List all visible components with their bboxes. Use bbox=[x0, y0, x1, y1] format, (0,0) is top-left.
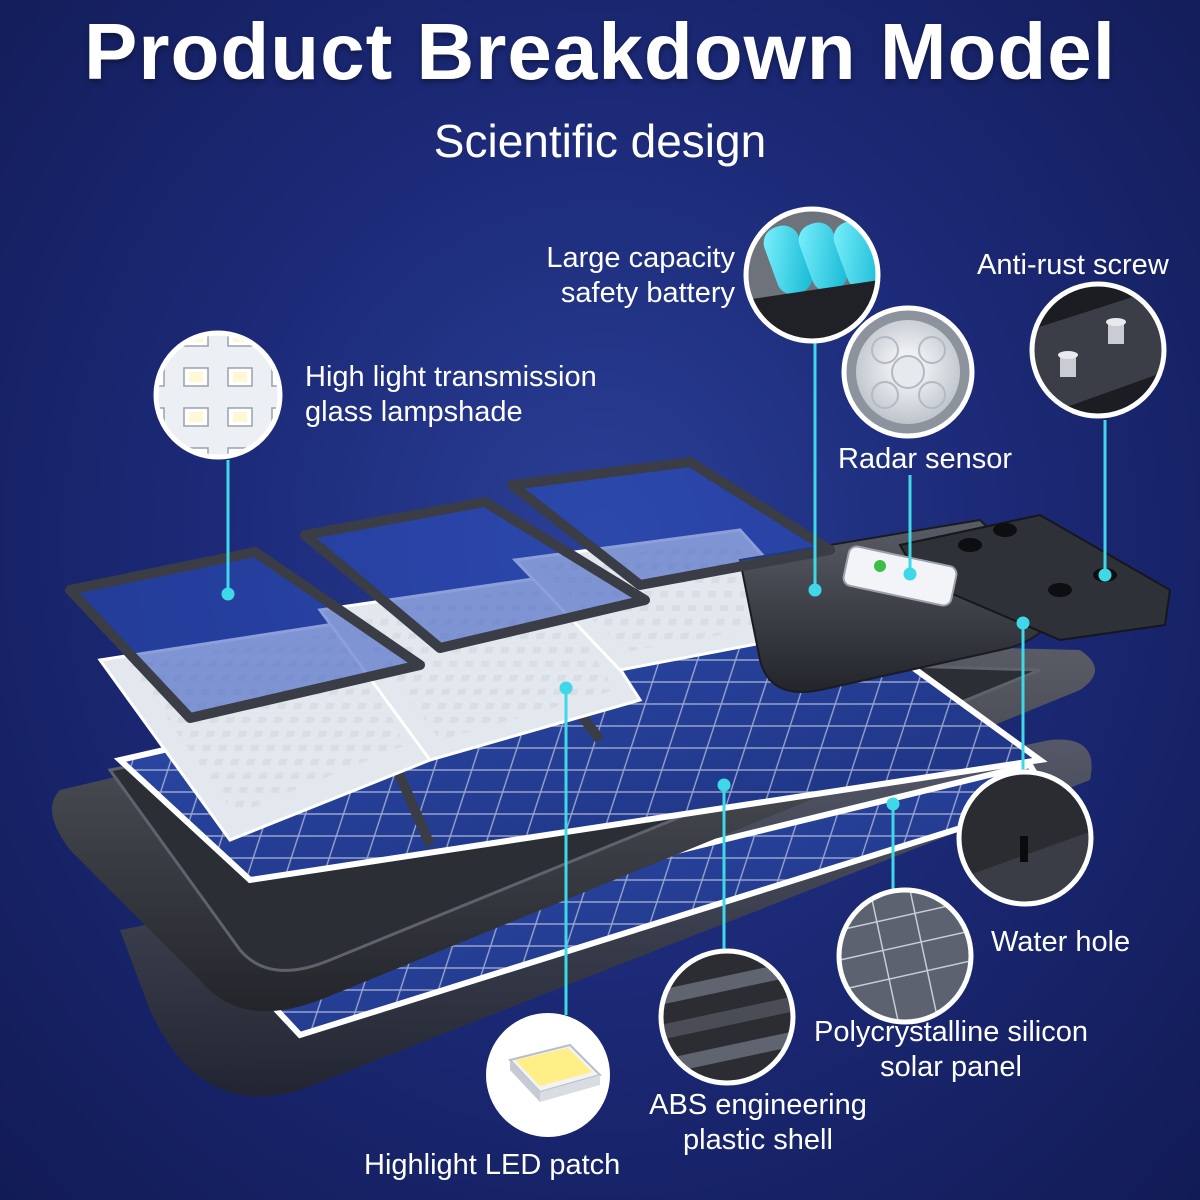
callout-radar-sensor bbox=[841, 305, 975, 439]
callout-battery bbox=[743, 206, 881, 344]
label-battery-line1: Large capacity bbox=[546, 242, 735, 274]
label-battery-line2: safety battery bbox=[560, 277, 735, 309]
label-abs-shell: ABS engineering plastic shell bbox=[638, 1088, 878, 1158]
glass-lampshades bbox=[65, 457, 835, 723]
label-solar-line2: solar panel bbox=[880, 1051, 1022, 1083]
label-anti-rust-screw: Anti-rust screw bbox=[977, 249, 1169, 281]
bottom-solar-panel bbox=[120, 739, 1092, 1097]
label-glass-lampshade: High light transmission glass lampshade bbox=[305, 360, 597, 430]
lamp-body bbox=[738, 513, 1172, 693]
callout-solar-panel bbox=[836, 887, 974, 1025]
page-title: Product Breakdown Model bbox=[84, 7, 1116, 96]
label-abs-line2: plastic shell bbox=[683, 1124, 833, 1156]
label-glass-line2: glass lampshade bbox=[305, 396, 523, 428]
label-solar-panel: Polycrystalline silicon solar panel bbox=[806, 1015, 1096, 1085]
leader-lines bbox=[221, 342, 1112, 1015]
callout-abs-shell bbox=[658, 948, 796, 1086]
label-solar-line1: Polycrystalline silicon bbox=[814, 1016, 1088, 1048]
page-subtitle: Scientific design bbox=[433, 115, 767, 167]
label-led-patch: Highlight LED patch bbox=[364, 1149, 621, 1181]
label-battery: Large capacity safety battery bbox=[533, 241, 735, 311]
label-abs-line1: ABS engineering bbox=[649, 1089, 867, 1121]
label-water-hole: Water hole bbox=[991, 926, 1131, 958]
label-radar-sensor: Radar sensor bbox=[838, 443, 1013, 475]
label-glass-line1: High light transmission bbox=[305, 361, 597, 393]
callout-water-hole bbox=[956, 769, 1094, 907]
callout-led-patch bbox=[486, 1013, 610, 1137]
callout-glass-lampshade bbox=[153, 330, 283, 460]
callout-anti-rust-screw bbox=[1029, 281, 1167, 419]
